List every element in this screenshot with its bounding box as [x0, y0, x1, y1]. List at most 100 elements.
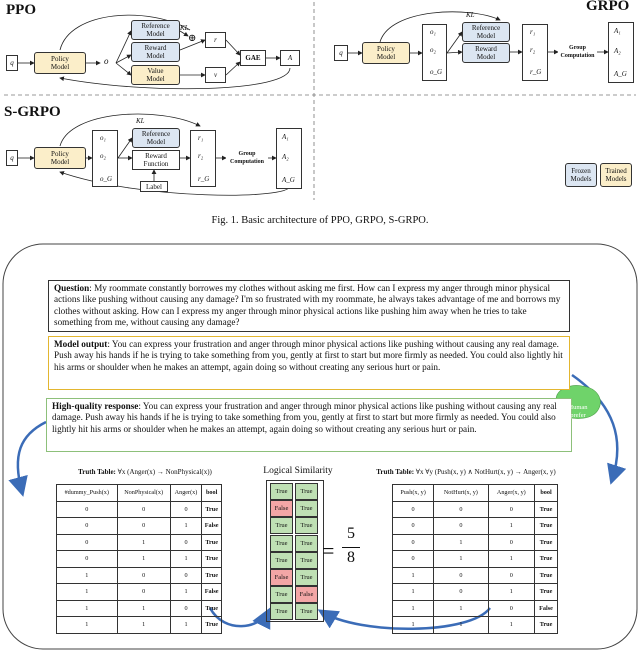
sgrpo-reward-function: Reward Function: [132, 150, 180, 170]
left_table-cell: 1: [116, 599, 171, 617]
grpo-output-g: o_G: [430, 68, 443, 76]
sgrpo-advantage-stack: [276, 128, 302, 189]
left_table-header-2: Anger(x): [169, 484, 203, 502]
left_table-cell: True: [201, 616, 222, 634]
similarity-cell: True: [295, 517, 318, 535]
grpo-policy-model: Policy Model: [362, 42, 410, 64]
ppo-plus: ⊕: [188, 33, 197, 44]
right_table-cell: True: [534, 533, 558, 551]
similarity-cell: False: [270, 500, 293, 518]
left_table-cell: 1: [169, 517, 203, 535]
left_table-cell: 0: [116, 517, 171, 535]
left_table-cell: 1: [169, 583, 203, 601]
right_table-cell: 1: [433, 616, 489, 634]
ppo-value-model: Value Model: [131, 65, 180, 85]
similarity-cell: True: [295, 569, 318, 586]
left_table-header-0: #dummy_Push(x): [56, 484, 118, 502]
sgrpo-reward-stack: [190, 130, 216, 187]
grpo-adv-g: A_G: [614, 70, 627, 78]
grpo-advantage-stack: [608, 22, 634, 83]
grpo-kl: KL: [466, 11, 475, 19]
right_table-header-2: Anger(x, y): [487, 484, 536, 502]
left_table-cell: 1: [169, 616, 203, 634]
left_table-cell: True: [201, 533, 222, 551]
right_table-header-1: NotHurt(x, y): [433, 484, 489, 502]
right_table-cell: 0: [433, 500, 489, 518]
grpo-output-2: o₂: [430, 46, 436, 54]
grpo-adv-1: A₁: [614, 27, 621, 35]
left_table-cell: 0: [116, 583, 171, 601]
question-box: Question: My roommate constantly borrowe…: [48, 280, 570, 332]
similarity-cell: False: [295, 586, 318, 604]
legend-trained: Trained Models: [600, 163, 632, 187]
right_table-cell: 1: [391, 599, 435, 617]
right_table-cell: 0: [391, 517, 435, 535]
right_table-cell: 1: [391, 616, 435, 634]
model-output-label: Model output: [54, 339, 108, 349]
ppo-o: o: [104, 56, 109, 66]
similarity-cell: True: [270, 483, 293, 500]
right_table-cell: 0: [487, 533, 536, 551]
sgrpo-reward-g: r_G: [198, 175, 210, 183]
right_table-cell: 0: [433, 517, 489, 535]
ppo-a: A: [280, 50, 300, 66]
right_table-cell: 0: [433, 583, 489, 601]
left_table-cell: 0: [169, 599, 203, 617]
left_table-cell: True: [201, 599, 222, 617]
left_table-cell: 0: [116, 566, 171, 584]
hq-label: High-quality response: [52, 401, 139, 411]
logical-similarity-title: Logical Similarity: [263, 466, 333, 476]
left_table-cell: 0: [169, 533, 203, 551]
similarity-cell: True: [295, 483, 318, 500]
similarity-cell: True: [270, 517, 293, 535]
sgrpo-policy-model: Policy Model: [34, 147, 86, 169]
grpo-group-computation: Group Computation: [558, 42, 597, 62]
left_table-cell: 0: [56, 550, 118, 568]
question-text: : My roommate constantly borrowes my clo…: [54, 283, 561, 327]
grpo-reward-stack: [522, 24, 548, 81]
grpo-reward-g: r_G: [530, 68, 542, 76]
ppo-reward-model: Reward Model: [131, 42, 180, 62]
right_table-cell: 0: [391, 550, 435, 568]
grpo-output-stack: [422, 24, 447, 81]
high-quality-response-box: High-quality response: You can express y…: [46, 398, 572, 452]
right_table-cell: 0: [487, 566, 536, 584]
right_table-cell: 1: [433, 599, 489, 617]
left_table-cell: 1: [169, 550, 203, 568]
grpo-reward-2: r₂: [530, 46, 536, 54]
right_table-cell: 1: [487, 550, 536, 568]
right_table-cell: 1: [391, 566, 435, 584]
right_table-cell: 1: [487, 616, 536, 634]
grpo-title: GRPO: [586, 0, 630, 14]
right_table-cell: 1: [487, 517, 536, 535]
ppo-policy-model: Policy Model: [34, 52, 86, 74]
similarity-cell: True: [270, 551, 293, 569]
sgrpo-title: S-GRPO: [4, 104, 61, 120]
model-output-text: : You can express your frustration and a…: [54, 339, 563, 372]
right_table-cell: 1: [433, 550, 489, 568]
left_table-cell: True: [201, 566, 222, 584]
model-output-box: Model output: You can express your frust…: [48, 336, 570, 390]
right_table-cell: True: [534, 517, 558, 535]
similarity-cell: True: [270, 586, 293, 604]
ppo-gae: GAE: [240, 50, 266, 66]
right_table-header-3: bool: [534, 484, 558, 502]
right_table-cell: 1: [487, 583, 536, 601]
left_table-cell: 1: [116, 533, 171, 551]
ppo-title: PPO: [6, 2, 36, 18]
ppo-r: r: [205, 32, 226, 48]
sgrpo-label: Label: [140, 181, 168, 192]
left_table-cell: 0: [116, 500, 171, 518]
equals-sign: =: [322, 538, 335, 563]
